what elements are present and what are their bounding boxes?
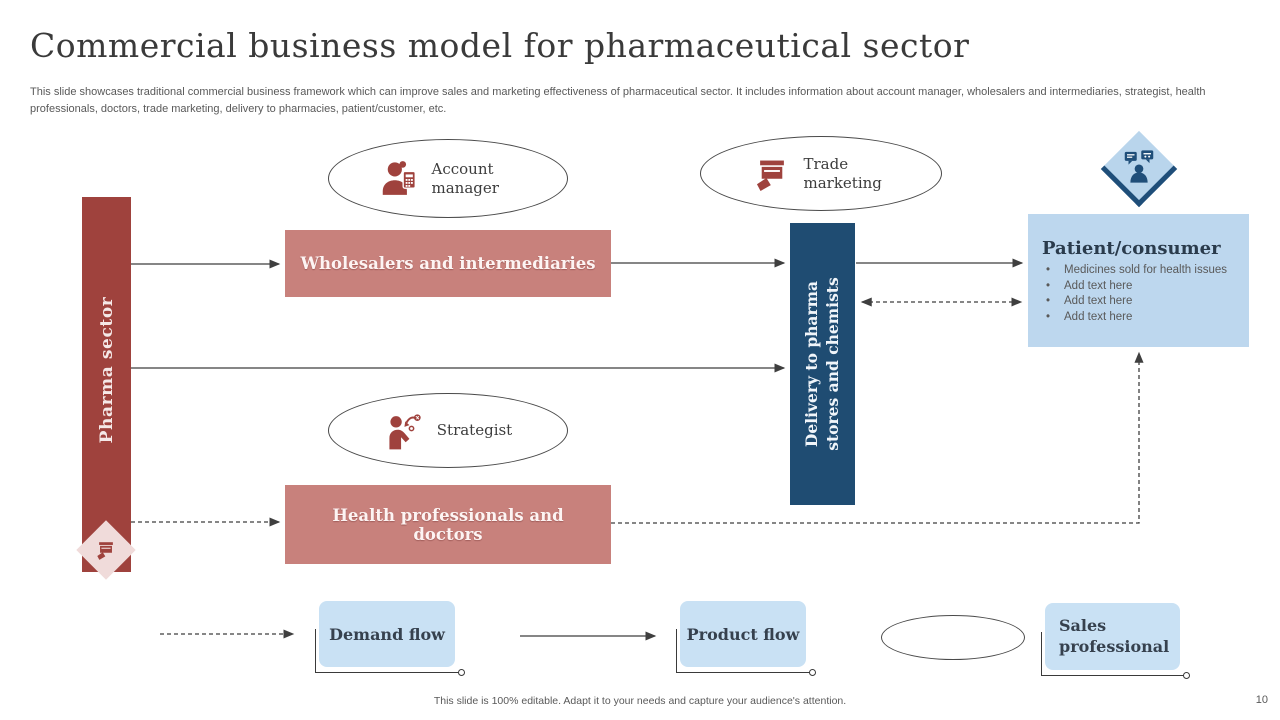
strategist-ellipse: Strategist (328, 393, 568, 468)
pharma-diamond-badge (76, 520, 136, 580)
legend-box-handle (809, 669, 816, 676)
consumer-chat-icon (1124, 149, 1154, 182)
store-megaphone-icon (97, 542, 113, 560)
legend-ellipse-sample (881, 615, 1025, 660)
delivery-label: Delivery to pharma stores and chemists (801, 277, 842, 451)
person-calculator-icon (382, 160, 416, 195)
footer-note: This slide is 100% editable. Adapt it to… (433, 695, 847, 707)
legend-product-flow: Product flow (676, 601, 816, 676)
wholesalers-label: Wholesalers and intermediaries (300, 254, 596, 273)
sales-professional-label: Sales professional (1059, 615, 1170, 656)
pharma-sector-bar: Pharma sector (76, 197, 136, 580)
delivery-box: Delivery to pharma stores and chemists (790, 223, 855, 505)
patient-bullet: Add text here (1042, 310, 1239, 325)
patient-bullet: Add text here (1042, 279, 1239, 294)
account-manager-label: Account manager (431, 159, 499, 197)
person-strategy-icon (389, 413, 421, 449)
legend-box-frame (1041, 632, 1186, 676)
page-title: Commercial business model for pharmaceut… (30, 26, 970, 65)
patient-bullet: Add text here (1042, 294, 1239, 309)
account-manager-ellipse: Account manager (328, 139, 568, 218)
health-professionals-box: Health professionals and doctors (285, 485, 611, 564)
legend-demand-flow: Demand flow (315, 601, 465, 676)
trade-marketing-label: Trade marketing (803, 154, 882, 192)
legend-box-handle (1183, 672, 1190, 679)
patient-bullet: Medicines sold for health issues (1042, 263, 1239, 278)
legend-box-frame (676, 629, 812, 673)
product-flow-label: Product flow (686, 624, 800, 644)
store-megaphone-icon (756, 160, 784, 191)
pharma-sector-label: Pharma sector (96, 296, 117, 443)
patient-consumer-title: Patient/consumer (1042, 238, 1221, 259)
legend-sales-professional: Sales professional (1041, 603, 1190, 679)
legend-box-frame (315, 629, 461, 673)
strategist-label: Strategist (436, 421, 513, 440)
patient-consumer-box: Patient/consumer Medicines sold for heal… (1028, 214, 1249, 347)
health-professionals-label: Health professionals and doctors (332, 505, 564, 544)
slide-description: This slide showcases traditional commerc… (30, 86, 1206, 115)
dashed-arrow-health-to-patient (611, 351, 1144, 524)
patient-bullet-list: Medicines sold for health issues Add tex… (1042, 263, 1239, 325)
trade-marketing-ellipse: Trade marketing (700, 136, 942, 211)
legend-box-handle (458, 669, 465, 676)
demand-flow-label: Demand flow (329, 624, 445, 644)
consumer-diamond-badge (1100, 130, 1178, 208)
page-number: 10 (1255, 694, 1268, 706)
wholesalers-box: Wholesalers and intermediaries (285, 230, 611, 297)
